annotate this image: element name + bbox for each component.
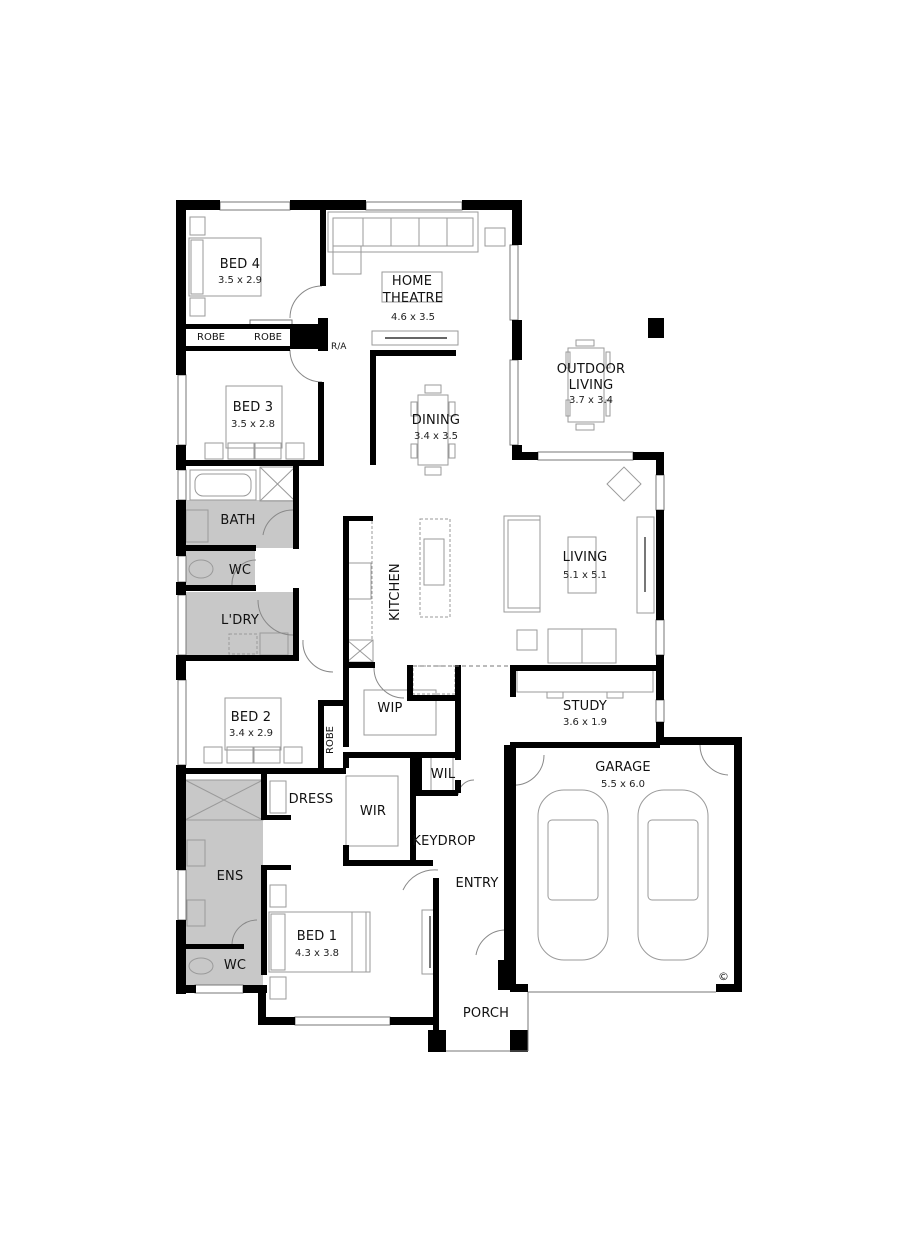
walls [176,200,742,1052]
room-label-return-air: R/A [331,342,347,352]
room-size-living: 5.1 x 5.1 [562,570,608,581]
room-label-robe-3: ROBE [325,726,336,754]
room-label-wc-1: WC [228,563,252,578]
room-label-robe-1: ROBE [197,332,225,343]
garage-door-line [413,665,716,1052]
room-label-bed-1: BED 1 [296,929,338,944]
room-size-outdoor-living: 3.7 x 3.4 [568,395,614,406]
room-size-study: 3.6 x 1.9 [562,717,608,728]
room-label-bath: BATH [220,513,256,528]
room-label-wil: WIL [430,767,456,782]
room-label-home-theatre-line2: THEATRE [382,291,444,306]
room-label-bed-3: BED 3 [232,400,274,415]
room-label-dining: DINING [411,413,461,428]
room-size-bed-2: 3.4 x 2.9 [228,728,274,739]
room-label-bed-2: BED 2 [230,710,272,725]
room-size-bed-3: 3.5 x 2.8 [230,419,276,430]
copyright-icon: © [718,970,729,983]
room-label-study: STUDY [563,699,607,714]
room-label-entry: ENTRY [455,876,499,891]
room-label-laundry: L'DRY [221,613,259,628]
room-label-bed-4: BED 4 [219,257,261,272]
room-label-outdoor-living-line1: OUTDOOR [556,362,626,377]
room-size-bed-1: 4.3 x 3.8 [294,948,340,959]
room-label-wip: WIP [377,701,403,716]
furniture [184,211,709,1000]
windows [177,201,665,1026]
room-label-home-theatre-line1: HOME [391,274,433,289]
room-label-keydrop: KEYDROP [412,834,476,849]
room-label-wir: WIR [359,804,387,819]
room-label-garage: GARAGE [595,760,651,775]
room-label-living: LIVING [562,550,608,565]
door-swings [231,285,729,956]
room-label-dress: DRESS [288,792,334,807]
room-label-outdoor-living-line2: LIVING [568,378,614,393]
room-size-home-theatre: 4.6 x 3.5 [390,312,436,323]
room-label-robe-2: ROBE [254,332,282,343]
wet-areas [185,500,295,985]
room-size-garage: 5.5 x 6.0 [600,779,646,790]
room-label-wc-2: WC [223,958,247,973]
room-size-dining: 3.4 x 3.5 [413,431,459,442]
room-size-bed-4: 3.5 x 2.9 [217,275,263,286]
room-label-ensuite: ENS [216,869,244,884]
room-label-porch: PORCH [462,1006,510,1021]
room-label-kitchen: KITCHEN [388,563,403,621]
